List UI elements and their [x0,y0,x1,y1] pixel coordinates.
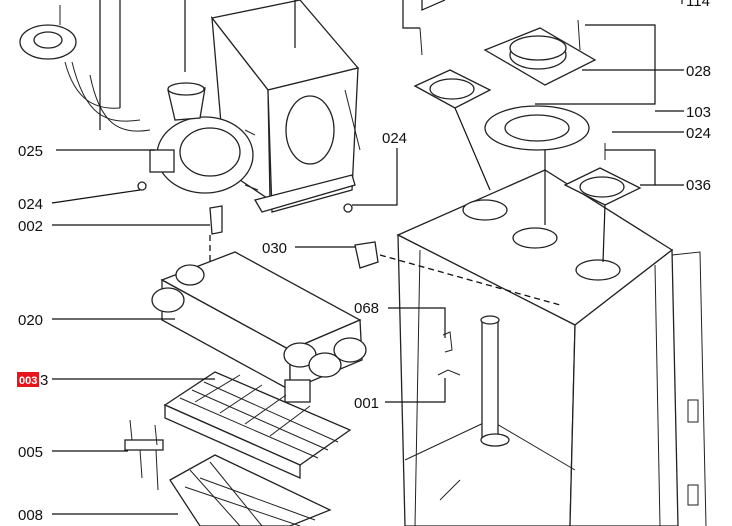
label-103: 103 [686,104,711,121]
clip-002 [209,205,223,235]
label-028: 028 [686,63,711,80]
fan-unit [149,82,259,194]
label-020: 020 [18,312,43,329]
label-002: 002 [18,218,43,235]
heat-exchanger [151,251,367,403]
gasket-left [413,27,492,109]
boiler-casing [396,169,707,526]
label-036: 036 [686,177,711,194]
label-003-highlighted[interactable]: 003 3 [17,372,48,389]
electrodes [124,419,164,491]
pressure-switch [19,5,151,132]
clip-068 [442,331,453,353]
screw-024-left [137,181,147,191]
label-024-right: 024 [686,125,711,142]
clip-030 [354,241,379,269]
clip-001 [437,369,461,376]
burner-grid [169,454,332,526]
leader-lines [51,0,684,515]
label-114: 114 [686,0,710,10]
label-003-highlight-text: 003 [19,375,37,387]
highlight-box [17,372,39,387]
gasket-036 [563,143,642,206]
label-001: 001 [354,395,379,412]
label-025: 025 [18,143,43,160]
label-024-mid: 024 [382,130,407,147]
label-003-digit: 3 [40,372,48,389]
label-068: 068 [354,300,379,317]
label-008: 008 [18,507,43,524]
screw-024-mid [343,203,353,213]
alignment-dash-right [379,254,561,306]
gasket-103 [484,105,590,151]
label-024-left: 024 [18,196,43,213]
flue-adapter [483,19,597,86]
label-005: 005 [18,444,43,461]
label-030: 030 [262,240,287,257]
burner [163,371,352,480]
